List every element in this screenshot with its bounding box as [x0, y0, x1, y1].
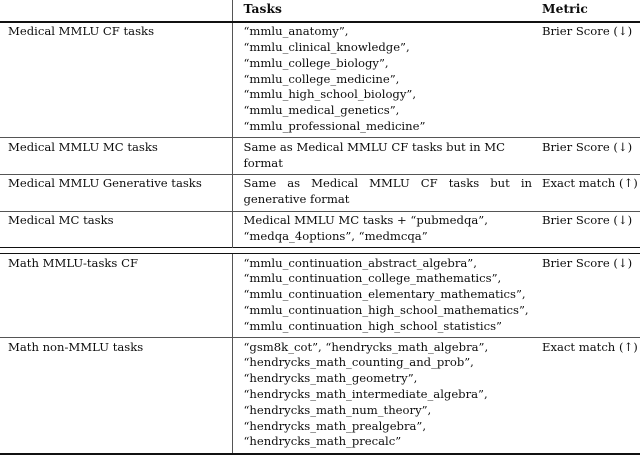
column-header-metric: Metric [536, 0, 640, 23]
cell-metric: Exact match (↑) [536, 337, 640, 454]
cell-category: Medical MMLU Generative tasks [0, 173, 232, 212]
cell-metric: Brier Score (↓) [536, 137, 640, 175]
table-row: Math non-MMLU tasks“gsm8k_cot”, “hendryc… [0, 337, 640, 454]
cell-tasks: “gsm8k_cot”, “hendrycks_math_algebra”, “… [231, 337, 536, 454]
cell-metric: Brier Score (↓) [536, 210, 640, 248]
cell-tasks: “mmlu_anatomy”, “mmlu_clinical_knowledge… [231, 22, 536, 138]
section-math: Math MMLU-tasks CF “mmlu_continuation_abs… [0, 253, 640, 454]
cell-tasks: Same as Medical MMLU CF tasks but in MC … [231, 137, 536, 175]
cell-category: Math non-MMLU tasks [0, 337, 232, 454]
cell-category: Medical MC tasks [0, 210, 232, 248]
column-header-category [0, 0, 232, 23]
cell-tasks: Same as Medical MMLU CF tasks but in gen… [231, 173, 536, 212]
cell-category: Medical MMLU MC tasks [0, 137, 232, 175]
table-row: Math MMLU-tasks CF “mmlu_continuation_abs… [0, 253, 640, 338]
cell-metric: Brier Score (↓) [542, 24, 633, 39]
section-medical: Medical MMLU CF tasks “mmlu_anatomy”, “mm… [0, 22, 640, 248]
table-header: Tasks Metric [0, 0, 640, 23]
column-header-tasks: Tasks [231, 0, 536, 23]
header-row: Tasks Metric [0, 0, 640, 23]
cell-category: Medical MMLU CF tasks [8, 24, 155, 39]
cell-tasks: “mmlu_continuation_abstract_algebra”, “m… [231, 253, 536, 338]
section-divider-rule [0, 247, 640, 255]
cell-metric: Brier Score (↓) [542, 255, 633, 270]
cell-category: Math MMLU-tasks CF [8, 255, 138, 270]
cell-metric: Exact match (↑) [536, 173, 640, 212]
table-row: Medical MMLU CF tasks “mmlu_anatomy”, “mm… [0, 22, 640, 138]
cell-tasks: Medical MMLU MC tasks + “pubmedqa”, “med… [231, 210, 536, 248]
